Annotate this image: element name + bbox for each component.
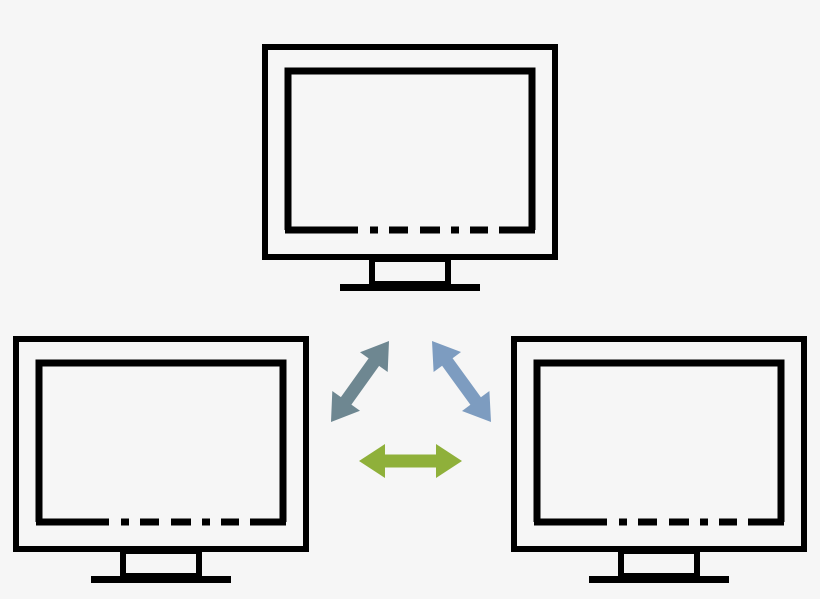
monitors-group: [13, 44, 807, 583]
monitor-base: [91, 576, 231, 583]
connection-monitor-left-monitor-right: [359, 444, 462, 478]
arrows-group: [331, 341, 491, 478]
monitor-screen: [35, 359, 287, 522]
monitor-screen: [284, 67, 536, 230]
monitor-top: [262, 44, 558, 291]
connection-monitor-top-monitor-left: [331, 341, 389, 422]
monitor-left: [13, 336, 309, 583]
double-arrow-icon: [331, 341, 389, 422]
monitor-right: [511, 336, 807, 583]
monitor-base: [589, 576, 729, 583]
double-arrow-icon: [432, 341, 491, 422]
connection-monitor-top-monitor-right: [432, 341, 491, 422]
double-arrow-icon: [359, 444, 462, 478]
monitor-screen: [533, 359, 785, 522]
monitor-base: [340, 284, 480, 291]
